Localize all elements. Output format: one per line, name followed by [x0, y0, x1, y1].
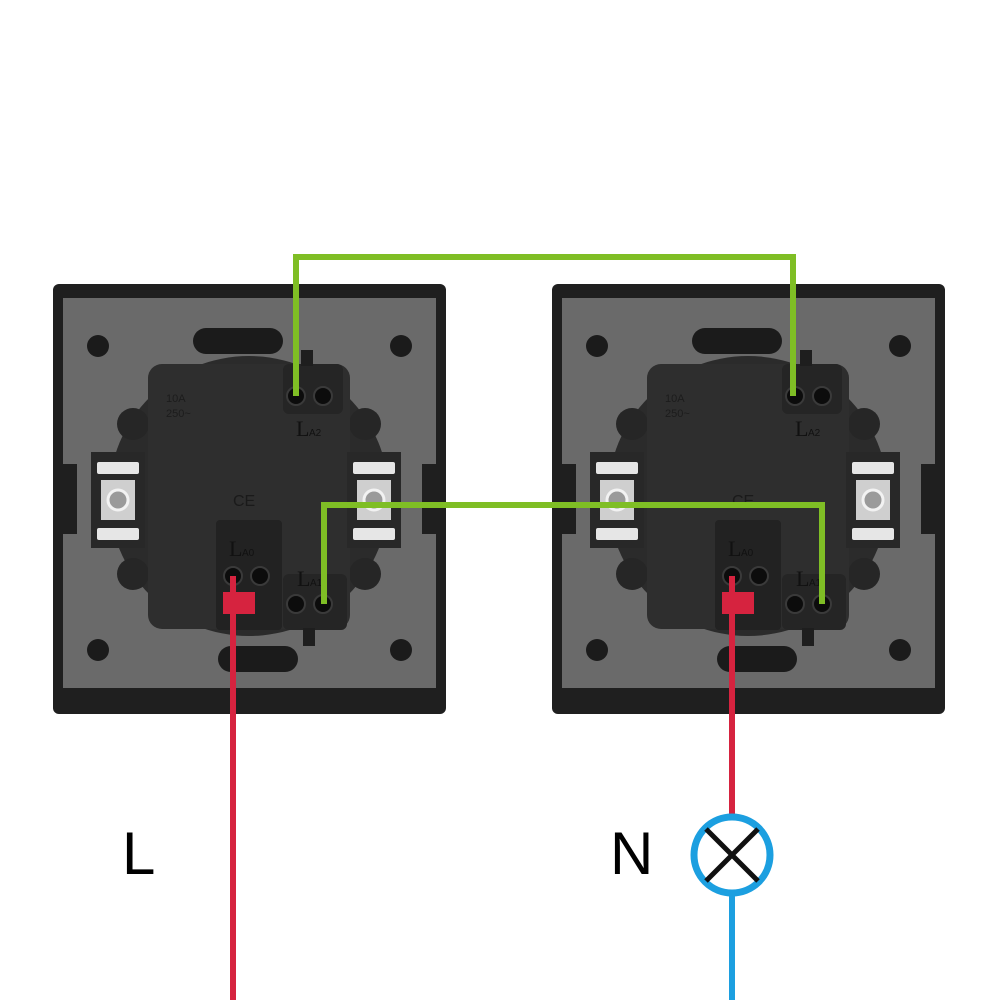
terminal-a0-label: L: [229, 536, 242, 561]
traveler-wire-bottom: [321, 502, 825, 604]
terminal-a1-sub: A1: [310, 578, 323, 589]
terminal-a0-sub: A0: [242, 548, 255, 559]
switch-right: 10A 250~ CE L A2 L A0 L A1: [550, 282, 947, 716]
rating-current: 10A: [166, 393, 186, 405]
lamp-symbol-icon: [690, 813, 774, 897]
terminal-a2-sub: A2: [808, 428, 821, 439]
switch-left: 10A 250~ CE L A2 L A0 L A1: [51, 282, 448, 716]
terminal-a1-label: L: [796, 566, 809, 591]
rating-voltage: 250~: [665, 408, 690, 420]
rating-voltage: 250~: [166, 408, 191, 420]
line-label: L: [122, 820, 155, 887]
ce-mark: CE: [233, 493, 255, 510]
terminal-a0-label: L: [728, 536, 741, 561]
traveler-wire-top: [293, 254, 796, 396]
terminal-a1-label: L: [297, 566, 310, 591]
neutral-label: N: [610, 820, 653, 887]
terminal-a0-sub: A0: [741, 548, 754, 559]
terminal-a1-sub: A1: [809, 578, 822, 589]
terminal-a2-label: L: [296, 416, 309, 441]
rating-current: 10A: [665, 393, 685, 405]
terminal-a2-sub: A2: [309, 428, 322, 439]
terminal-a2-label: L: [795, 416, 808, 441]
